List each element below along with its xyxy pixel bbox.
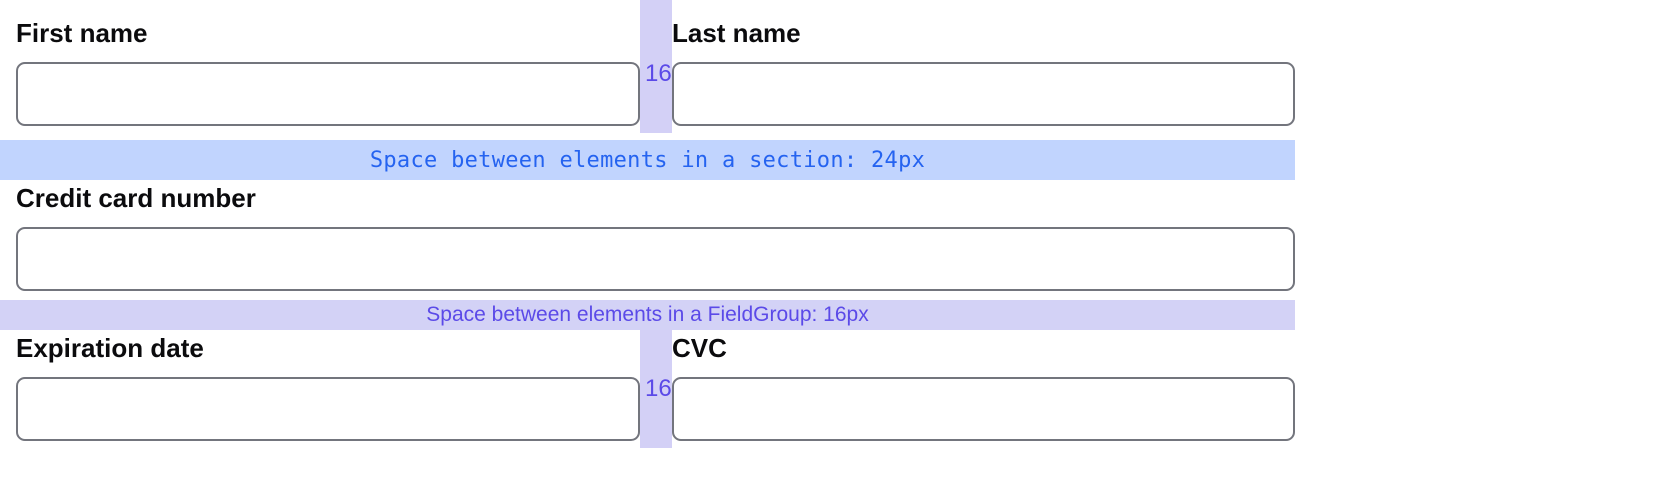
field-first-name: First name bbox=[16, 18, 640, 126]
field-label-last-name: Last name bbox=[672, 18, 801, 48]
expiration-date-input[interactable] bbox=[16, 377, 640, 441]
field-credit-card-number: Credit card number bbox=[16, 183, 1295, 291]
field-last-name: Last name bbox=[672, 18, 1295, 126]
column-gap-marker-bottom bbox=[640, 330, 672, 448]
column-gap-label-bottom: 16 bbox=[645, 375, 672, 402]
section-gap-annotation-band: Space between elements in a section: 24p… bbox=[0, 140, 1295, 180]
column-gap-label-top: 16 bbox=[645, 60, 672, 87]
credit-card-number-input[interactable] bbox=[16, 227, 1295, 291]
field-label-first-name: First name bbox=[16, 18, 148, 48]
field-label-cvc: CVC bbox=[672, 333, 727, 363]
field-label-expiration-date: Expiration date bbox=[16, 333, 204, 363]
form-content-area: 16 First name Last name Space between el… bbox=[0, 0, 1295, 448]
first-name-input[interactable] bbox=[16, 62, 640, 126]
field-expiration-date: Expiration date bbox=[16, 333, 640, 441]
cvc-input[interactable] bbox=[672, 377, 1295, 441]
section-gap-annotation-text: Space between elements in a section: 24p… bbox=[369, 147, 926, 173]
field-cvc: CVC bbox=[672, 333, 1295, 441]
fieldgroup-gap-annotation-text: Space between elements in a FieldGroup: … bbox=[426, 303, 869, 326]
fieldgroup-gap-annotation-band: Space between elements in a FieldGroup: … bbox=[0, 300, 1295, 330]
field-label-credit-card-number: Credit card number bbox=[16, 183, 256, 213]
last-name-input[interactable] bbox=[672, 62, 1295, 126]
column-gap-marker-top bbox=[640, 0, 672, 133]
